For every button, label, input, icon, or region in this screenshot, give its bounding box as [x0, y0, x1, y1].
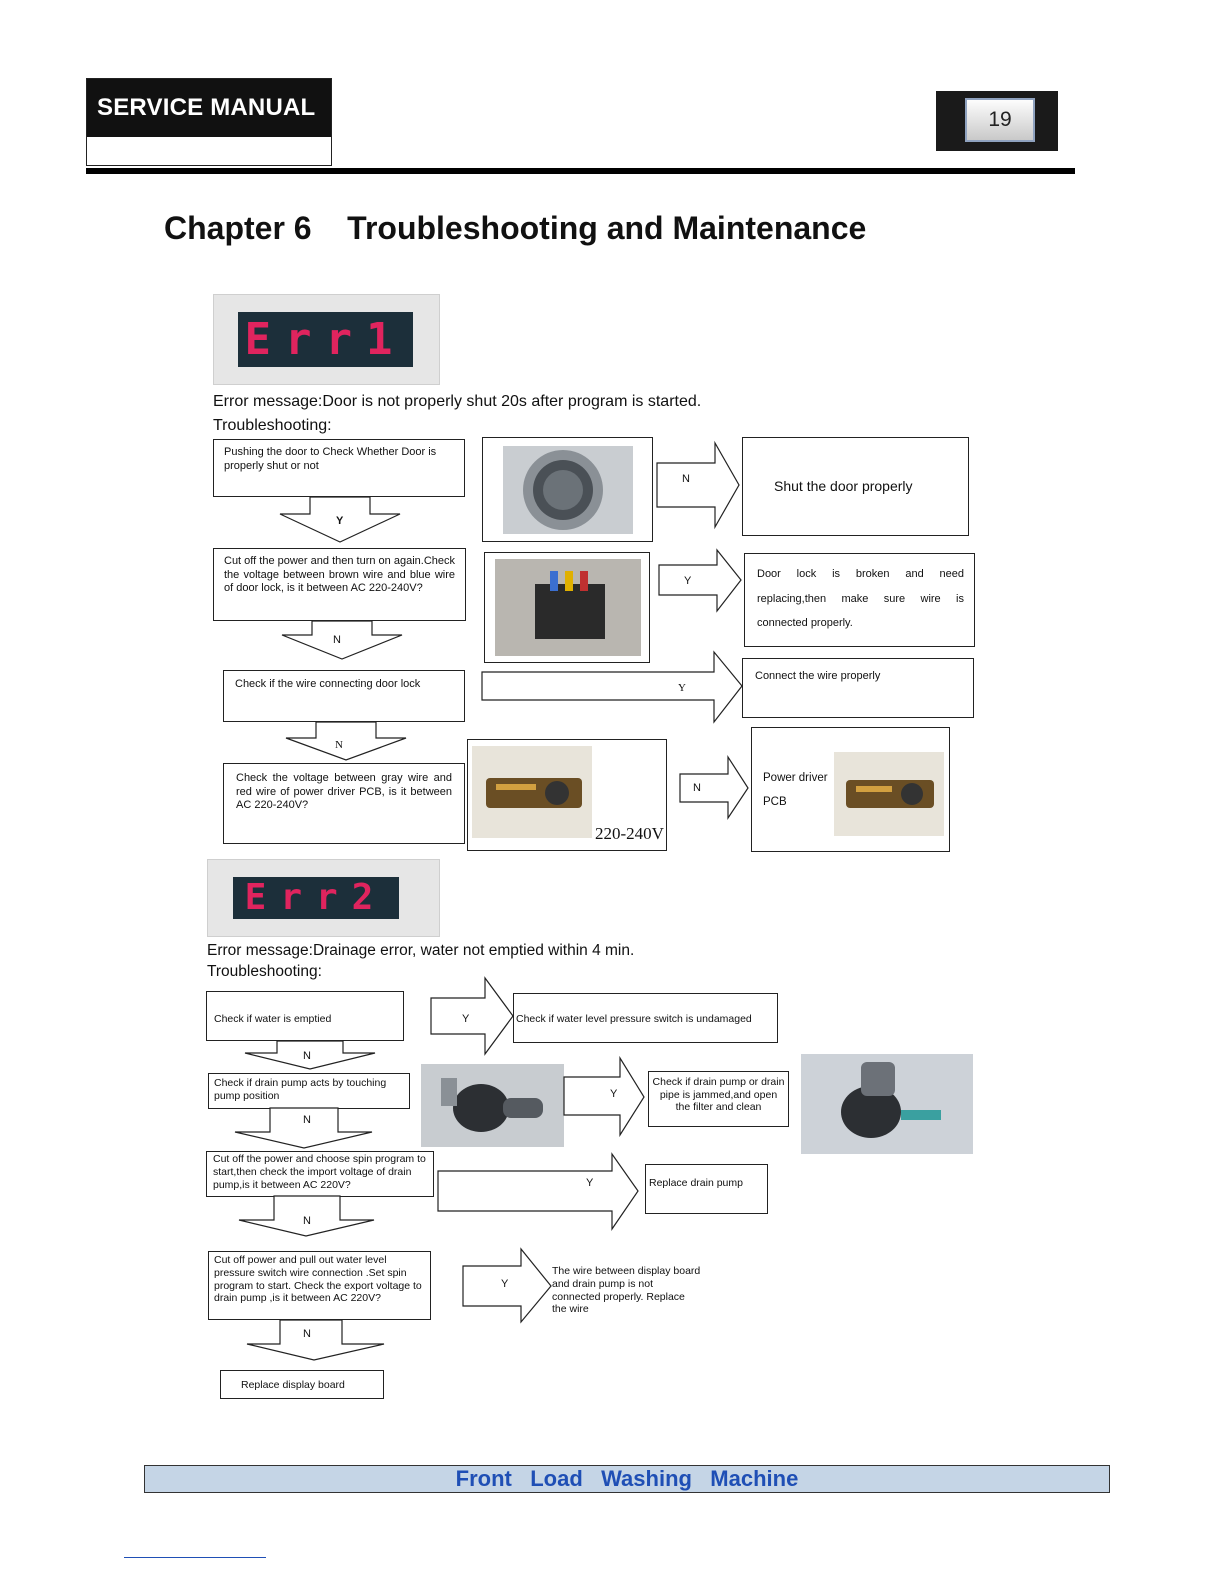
err2-troubleshooting-label: Troubleshooting:	[207, 963, 322, 980]
err2-step4-text: Cut off power and pull out water level p…	[214, 1254, 422, 1305]
err2-step3-right-label: Y	[586, 1177, 594, 1189]
err1-step2-yes-box: Door lock is broken and need replacing,t…	[744, 553, 975, 647]
err2-step3-text: Cut off the power and choose spin progra…	[213, 1153, 426, 1191]
err1-display-photo: Err1	[213, 294, 440, 385]
door-photo	[482, 437, 653, 542]
washer-door-image	[503, 446, 633, 534]
err2-step4-right-label: Y	[501, 1278, 509, 1290]
err1-step2-down-label: N	[333, 634, 341, 646]
err1-step1-no-box: Shut the door properly	[742, 437, 969, 536]
err2-step2-text: Check if drain pump acts by touching pum…	[214, 1077, 387, 1102]
door-lock-photo	[484, 552, 650, 663]
err1-arrow-2-down	[281, 620, 403, 660]
err2-step1-down-label: N	[303, 1050, 311, 1062]
err2-step1-box: Check if water is emptied	[206, 991, 404, 1041]
err2-step4-down-label: N	[303, 1328, 311, 1340]
err2-step2-box: Check if drain pump acts by touching pum…	[208, 1073, 410, 1109]
err1-step4-result-text: Power driver PCB	[763, 772, 828, 808]
err1-step1-box: Pushing the door to Check Whether Door i…	[213, 439, 465, 497]
err1-step2-yes-text: Door lock is broken and need replacing,t…	[757, 568, 964, 629]
err1-step1-no-text: Shut the door properly	[774, 478, 913, 494]
manual-title: SERVICE MANUAL	[87, 79, 331, 137]
err2-step2-right-label: Y	[610, 1088, 618, 1100]
err1-step2-text: Cut off the power and then turn on again…	[224, 555, 455, 594]
door-lock-image	[495, 559, 641, 656]
err1-step2-box: Cut off the power and then turn on again…	[213, 548, 466, 621]
err1-step1-right-label: N	[682, 473, 690, 485]
err2-step1-yes-text: Check if water level pressure switch is …	[516, 1013, 752, 1025]
err2-arrow-1-right	[430, 976, 514, 1056]
err2-step2-yes-box: Check if drain pump or drain pipe is jam…	[648, 1071, 789, 1127]
err2-step1-yes-box: Check if water level pressure switch is …	[513, 993, 778, 1043]
page-number: 19	[965, 98, 1035, 142]
pcb-photo-caption: 220-240V	[595, 824, 664, 843]
err1-arrow-1-down	[279, 496, 401, 543]
err2-step1-text: Check if water is emptied	[214, 1013, 332, 1025]
err1-step1-down-label: Y	[336, 515, 344, 527]
service-manual-header: SERVICE MANUAL	[86, 78, 332, 166]
err2-display-photo: Err2	[207, 859, 440, 937]
err2-final-text: Replace display board	[241, 1379, 345, 1391]
err2-step3-yes-box: Replace drain pump	[645, 1164, 768, 1214]
pcb-photo: 220-240V	[467, 739, 667, 851]
err1-arrow-3-down	[285, 721, 407, 761]
err1-step4-result-box: Power driver PCB	[751, 727, 950, 852]
err2-step3-down-label: N	[303, 1215, 311, 1227]
err2-final-box: Replace display board	[220, 1370, 384, 1399]
err2-arrow-4-right	[462, 1247, 552, 1324]
err1-arrow-3-right	[481, 650, 743, 724]
footer-banner: Front Load Washing Machine	[144, 1465, 1110, 1493]
err1-troubleshooting-label: Troubleshooting:	[213, 417, 332, 434]
err1-display-code: Err1	[238, 312, 413, 367]
pcb-image	[472, 746, 592, 838]
drain-pump-detail-image	[801, 1054, 973, 1154]
err1-arrow-1-right	[656, 440, 740, 530]
pcb-result-image	[834, 752, 944, 836]
err2-arrow-2-down	[234, 1107, 373, 1149]
err2-arrow-4-down	[246, 1319, 385, 1361]
footer-underline	[124, 1557, 266, 1558]
err1-step2-right-label: Y	[684, 575, 692, 587]
err2-arrow-3-right	[437, 1152, 639, 1231]
err2-arrow-3-down	[238, 1195, 375, 1237]
err1-arrow-2-right	[658, 548, 742, 613]
err2-step2-yes-text: Check if drain pump or drain pipe is jam…	[652, 1076, 785, 1113]
err2-display-code: Err2	[233, 877, 399, 919]
err1-step3-box: Check if the wire connecting door lock	[223, 670, 465, 722]
err1-step4-text: Check the voltage between gray wire and …	[236, 772, 452, 811]
err2-step1-right-label: Y	[462, 1013, 470, 1025]
err2-arrow-2-right	[563, 1055, 645, 1138]
err1-step3-text: Check if the wire connecting door lock	[235, 678, 421, 690]
err2-arrow-1-down	[244, 1040, 376, 1070]
err1-step3-down-label: N	[335, 739, 343, 751]
drain-pump-image	[421, 1064, 564, 1147]
err2-step4-yes-text: The wire between display board and drain…	[552, 1265, 701, 1316]
err2-step4-box: Cut off power and pull out water level p…	[208, 1251, 431, 1320]
err2-message: Error message:Drainage error, water not …	[207, 942, 635, 959]
err2-step3-yes-text: Replace drain pump	[649, 1177, 743, 1189]
err1-step3-yes-box: Connect the wire properly	[742, 658, 974, 718]
err1-step3-right-label: Y	[678, 682, 686, 694]
chapter-title: Chapter 6 Troubleshooting and Maintenanc…	[164, 210, 867, 246]
err1-step4-box: Check the voltage between gray wire and …	[223, 763, 465, 844]
err1-step4-right-label: N	[693, 782, 701, 794]
page-number-box: 19	[936, 91, 1058, 151]
err1-step1-text: Pushing the door to Check Whether Door i…	[224, 446, 437, 472]
err2-step2-down-label: N	[303, 1114, 311, 1126]
err1-step3-yes-text: Connect the wire properly	[755, 670, 881, 682]
header-rule	[86, 168, 1075, 174]
err2-step3-box: Cut off the power and choose spin progra…	[206, 1151, 434, 1197]
err1-message: Error message:Door is not properly shut …	[213, 393, 702, 410]
err1-arrow-4-right	[679, 754, 749, 820]
